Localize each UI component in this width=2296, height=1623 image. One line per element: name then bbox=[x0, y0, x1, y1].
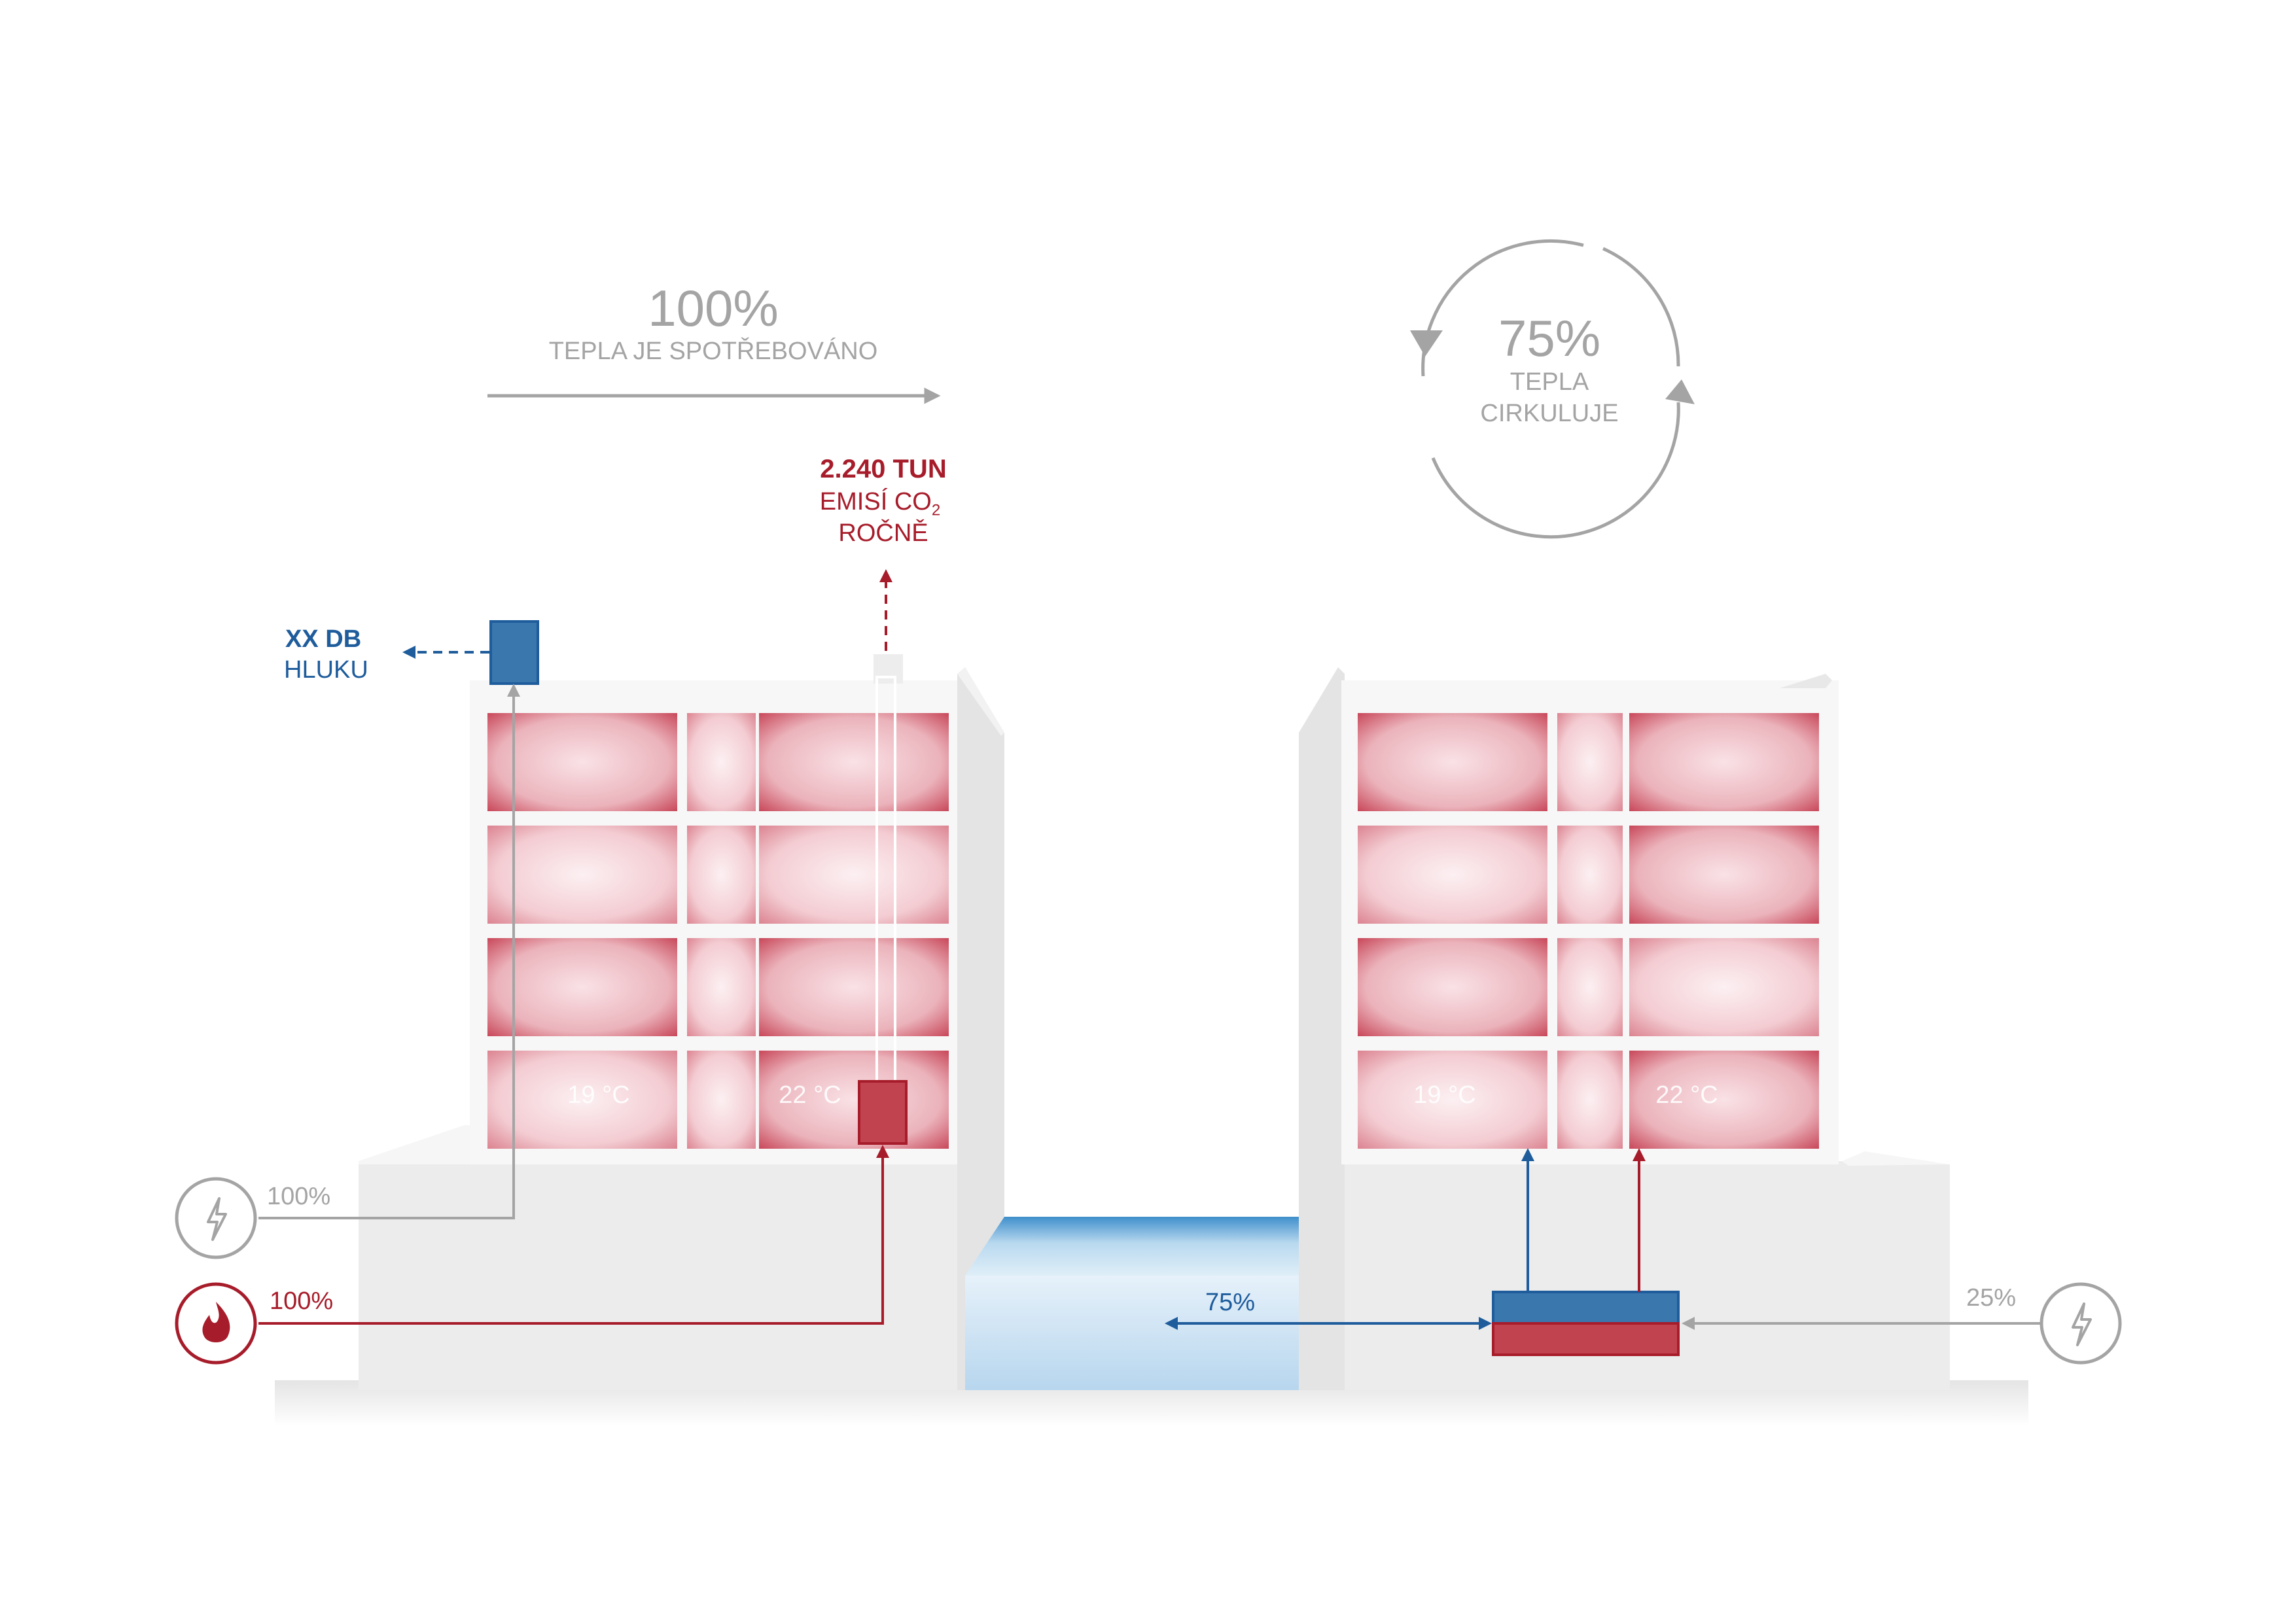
left-headline-value: 100% bbox=[648, 279, 779, 337]
electricity-share-right: 25% bbox=[1966, 1284, 2017, 1312]
right-temp-22: 22 °C bbox=[1655, 1081, 1718, 1109]
right-building bbox=[1299, 667, 1950, 1390]
lightning-icon bbox=[2040, 1282, 2122, 1365]
electricity-supply-line-left bbox=[258, 684, 520, 1219]
left-temp-22: 22 °C bbox=[779, 1081, 841, 1109]
circular-arrows-icon bbox=[1410, 239, 1695, 539]
electricity-share-left: 100% bbox=[267, 1183, 331, 1210]
left-room-grid bbox=[487, 713, 949, 1149]
noise-text: HLUKU bbox=[284, 656, 368, 684]
left-headline-text: TEPLA JE SPOTŘEBOVÁNO bbox=[548, 338, 878, 365]
heat-exchanger bbox=[1492, 1291, 1680, 1356]
water-basin bbox=[965, 1217, 1341, 1390]
emissions-line2: ROČNĚ bbox=[838, 519, 928, 547]
noise-value: XX DB bbox=[285, 625, 362, 653]
gas-boiler bbox=[858, 1080, 908, 1145]
right-room-grid bbox=[1358, 713, 1819, 1149]
flame-icon bbox=[175, 1282, 257, 1365]
right-headline-line2: CIRKULUJE bbox=[1480, 400, 1619, 427]
circulation-share: 75% bbox=[1205, 1289, 1256, 1316]
gas-share: 100% bbox=[270, 1287, 334, 1315]
right-headline-value: 75% bbox=[1498, 309, 1601, 367]
left-temp-19: 19 °C bbox=[567, 1081, 630, 1109]
emissions-label: EMISÍ CO bbox=[819, 488, 932, 515]
co2-subscript: 2 bbox=[931, 501, 941, 519]
right-temp-19: 19 °C bbox=[1413, 1081, 1476, 1109]
gas-supply-line bbox=[258, 1145, 889, 1325]
emissions-line1: EMISÍ CO2 bbox=[820, 489, 940, 519]
lightning-icon bbox=[175, 1177, 257, 1259]
emissions-amount: 2.240 TUN bbox=[820, 455, 947, 483]
heat-pump-outdoor-unit bbox=[489, 620, 539, 685]
left-building bbox=[359, 654, 1004, 1390]
right-headline-line1: TEPLA bbox=[1510, 368, 1589, 396]
